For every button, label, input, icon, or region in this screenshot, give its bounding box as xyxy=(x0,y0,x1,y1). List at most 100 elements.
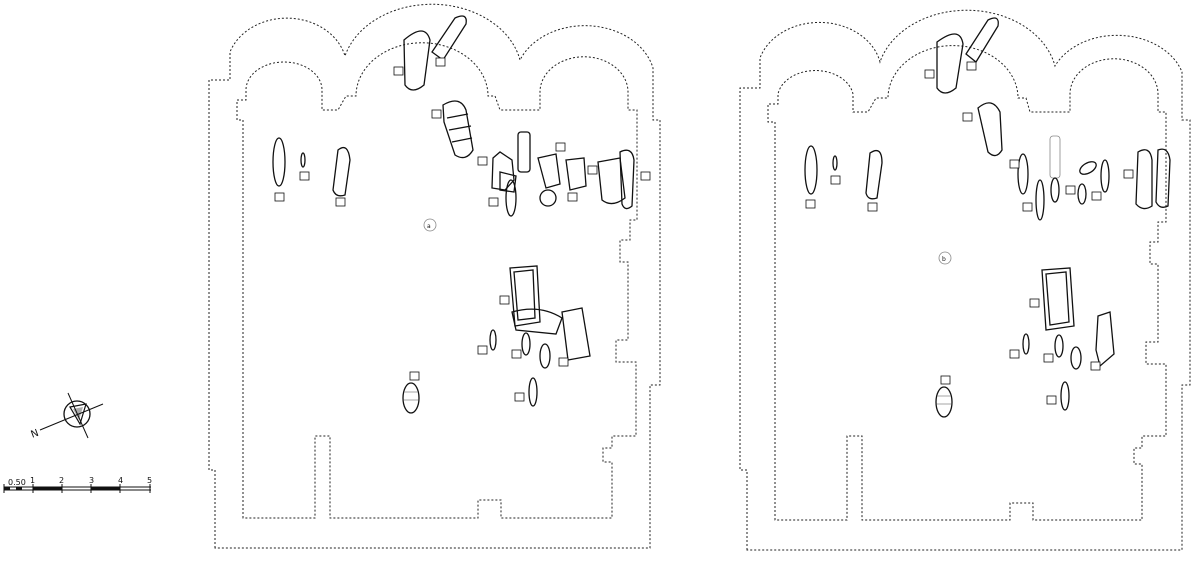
plan-right-outer-wall xyxy=(739,9,1191,551)
grave-left-23 xyxy=(402,382,420,414)
grave-tag xyxy=(567,192,578,202)
grave-left-09 xyxy=(499,171,517,193)
grave-left-20 xyxy=(521,332,531,356)
grave-left-23-lines xyxy=(404,391,418,401)
grave-tag xyxy=(1065,185,1076,195)
grave-left-07 xyxy=(517,131,531,173)
grave-tag xyxy=(1022,202,1033,212)
grave-right-22 xyxy=(935,386,953,418)
grave-left-17 xyxy=(511,308,563,335)
grave-tag xyxy=(805,199,816,209)
grave-right-08 xyxy=(1049,135,1061,179)
grave-left-14 xyxy=(597,157,626,205)
grave-left-16-inner xyxy=(513,269,536,321)
plan-right-inner-wall xyxy=(767,45,1167,521)
grave-right-15 xyxy=(1155,148,1171,208)
grave-left-13 xyxy=(565,157,587,191)
grave-right-21 xyxy=(1060,381,1070,411)
grave-right-10 xyxy=(1050,177,1060,203)
grave-tag xyxy=(940,375,951,385)
grave-right-16-inner xyxy=(1045,271,1070,326)
grave-left-01 xyxy=(272,137,286,187)
grave-tag xyxy=(1009,349,1020,359)
grave-tag xyxy=(1091,191,1102,201)
grave-tag xyxy=(587,165,598,175)
grave-right-marker-b xyxy=(938,251,952,265)
grave-tag xyxy=(477,345,488,355)
grave-right-18 xyxy=(1022,333,1030,355)
grave-left-marker-a xyxy=(423,218,437,232)
grave-left-16 xyxy=(509,265,541,327)
grave-left-19 xyxy=(489,329,497,351)
grave-tag xyxy=(1043,353,1054,363)
grave-tag xyxy=(499,295,510,305)
scale-label-4: 4 xyxy=(118,476,123,485)
grave-right-12 xyxy=(1077,183,1087,205)
plan-left: a xyxy=(208,3,661,549)
grave-tag xyxy=(830,175,841,185)
grave-tag xyxy=(1123,169,1134,179)
grave-tag xyxy=(393,66,404,76)
grave-left-10 xyxy=(505,179,517,217)
grave-tag xyxy=(299,171,310,181)
grave-tag xyxy=(966,61,977,71)
grave-left-11 xyxy=(537,153,561,189)
grave-right-04 xyxy=(936,33,964,94)
grave-left-21 xyxy=(539,343,551,369)
grave-left-02 xyxy=(300,152,306,168)
grave-right-17 xyxy=(1095,311,1115,368)
grave-tag xyxy=(335,197,346,207)
grave-tag xyxy=(924,69,935,79)
north-arrow: N xyxy=(29,392,104,441)
grave-tag xyxy=(555,142,566,152)
grave-right-05 xyxy=(965,17,999,63)
grave-tag xyxy=(435,57,446,67)
grave-left-08 xyxy=(491,151,515,191)
scale-label-3: 3 xyxy=(89,476,94,485)
grave-left-15 xyxy=(619,149,635,210)
grave-right-07 xyxy=(1017,153,1029,195)
grave-tag xyxy=(431,109,442,119)
grave-tag xyxy=(1009,159,1020,169)
plan-left-outer-wall xyxy=(208,3,661,549)
scale-label-0: 0.50 xyxy=(8,478,26,487)
grave-left-18 xyxy=(561,307,591,361)
grave-right-01 xyxy=(804,145,818,195)
grave-tag xyxy=(477,156,488,166)
grave-left-05 xyxy=(431,15,467,61)
grave-tag xyxy=(640,171,651,181)
grave-left-03 xyxy=(332,146,351,197)
plan-left-center-label: a xyxy=(427,223,431,230)
grave-left-06-lines xyxy=(446,113,473,143)
scale-label-2: 2 xyxy=(59,476,64,485)
grave-tag xyxy=(514,392,525,402)
grave-right-02 xyxy=(832,155,838,171)
grave-left-12 xyxy=(539,189,557,207)
plan-right-center-label: b xyxy=(942,256,946,263)
grave-left-06 xyxy=(442,100,474,159)
grave-right-22-lines xyxy=(937,395,951,405)
grave-tag xyxy=(1090,361,1101,371)
grave-right-14 xyxy=(1135,149,1153,210)
grave-right-09 xyxy=(1035,179,1045,221)
grave-right-11 xyxy=(1079,161,1097,175)
north-label: N xyxy=(29,428,40,441)
grave-right-06 xyxy=(977,102,1003,157)
plan-right: b xyxy=(739,9,1191,551)
grave-tag xyxy=(488,197,499,207)
grave-right-16 xyxy=(1041,267,1075,331)
grave-right-13 xyxy=(1100,159,1110,193)
plan-left-inner-wall xyxy=(236,42,638,519)
scale-label-1: 1 xyxy=(30,476,35,485)
scale-label-5: 5 xyxy=(147,476,152,485)
grave-right-03 xyxy=(865,149,883,200)
grave-left-04 xyxy=(403,30,431,91)
grave-tag xyxy=(1029,298,1040,308)
grave-tag xyxy=(962,112,973,122)
grave-right-20 xyxy=(1070,346,1082,370)
grave-tag xyxy=(274,192,285,202)
scale-bar: 0.50 1 2 3 4 5 xyxy=(3,476,152,493)
grave-left-22 xyxy=(528,377,538,407)
